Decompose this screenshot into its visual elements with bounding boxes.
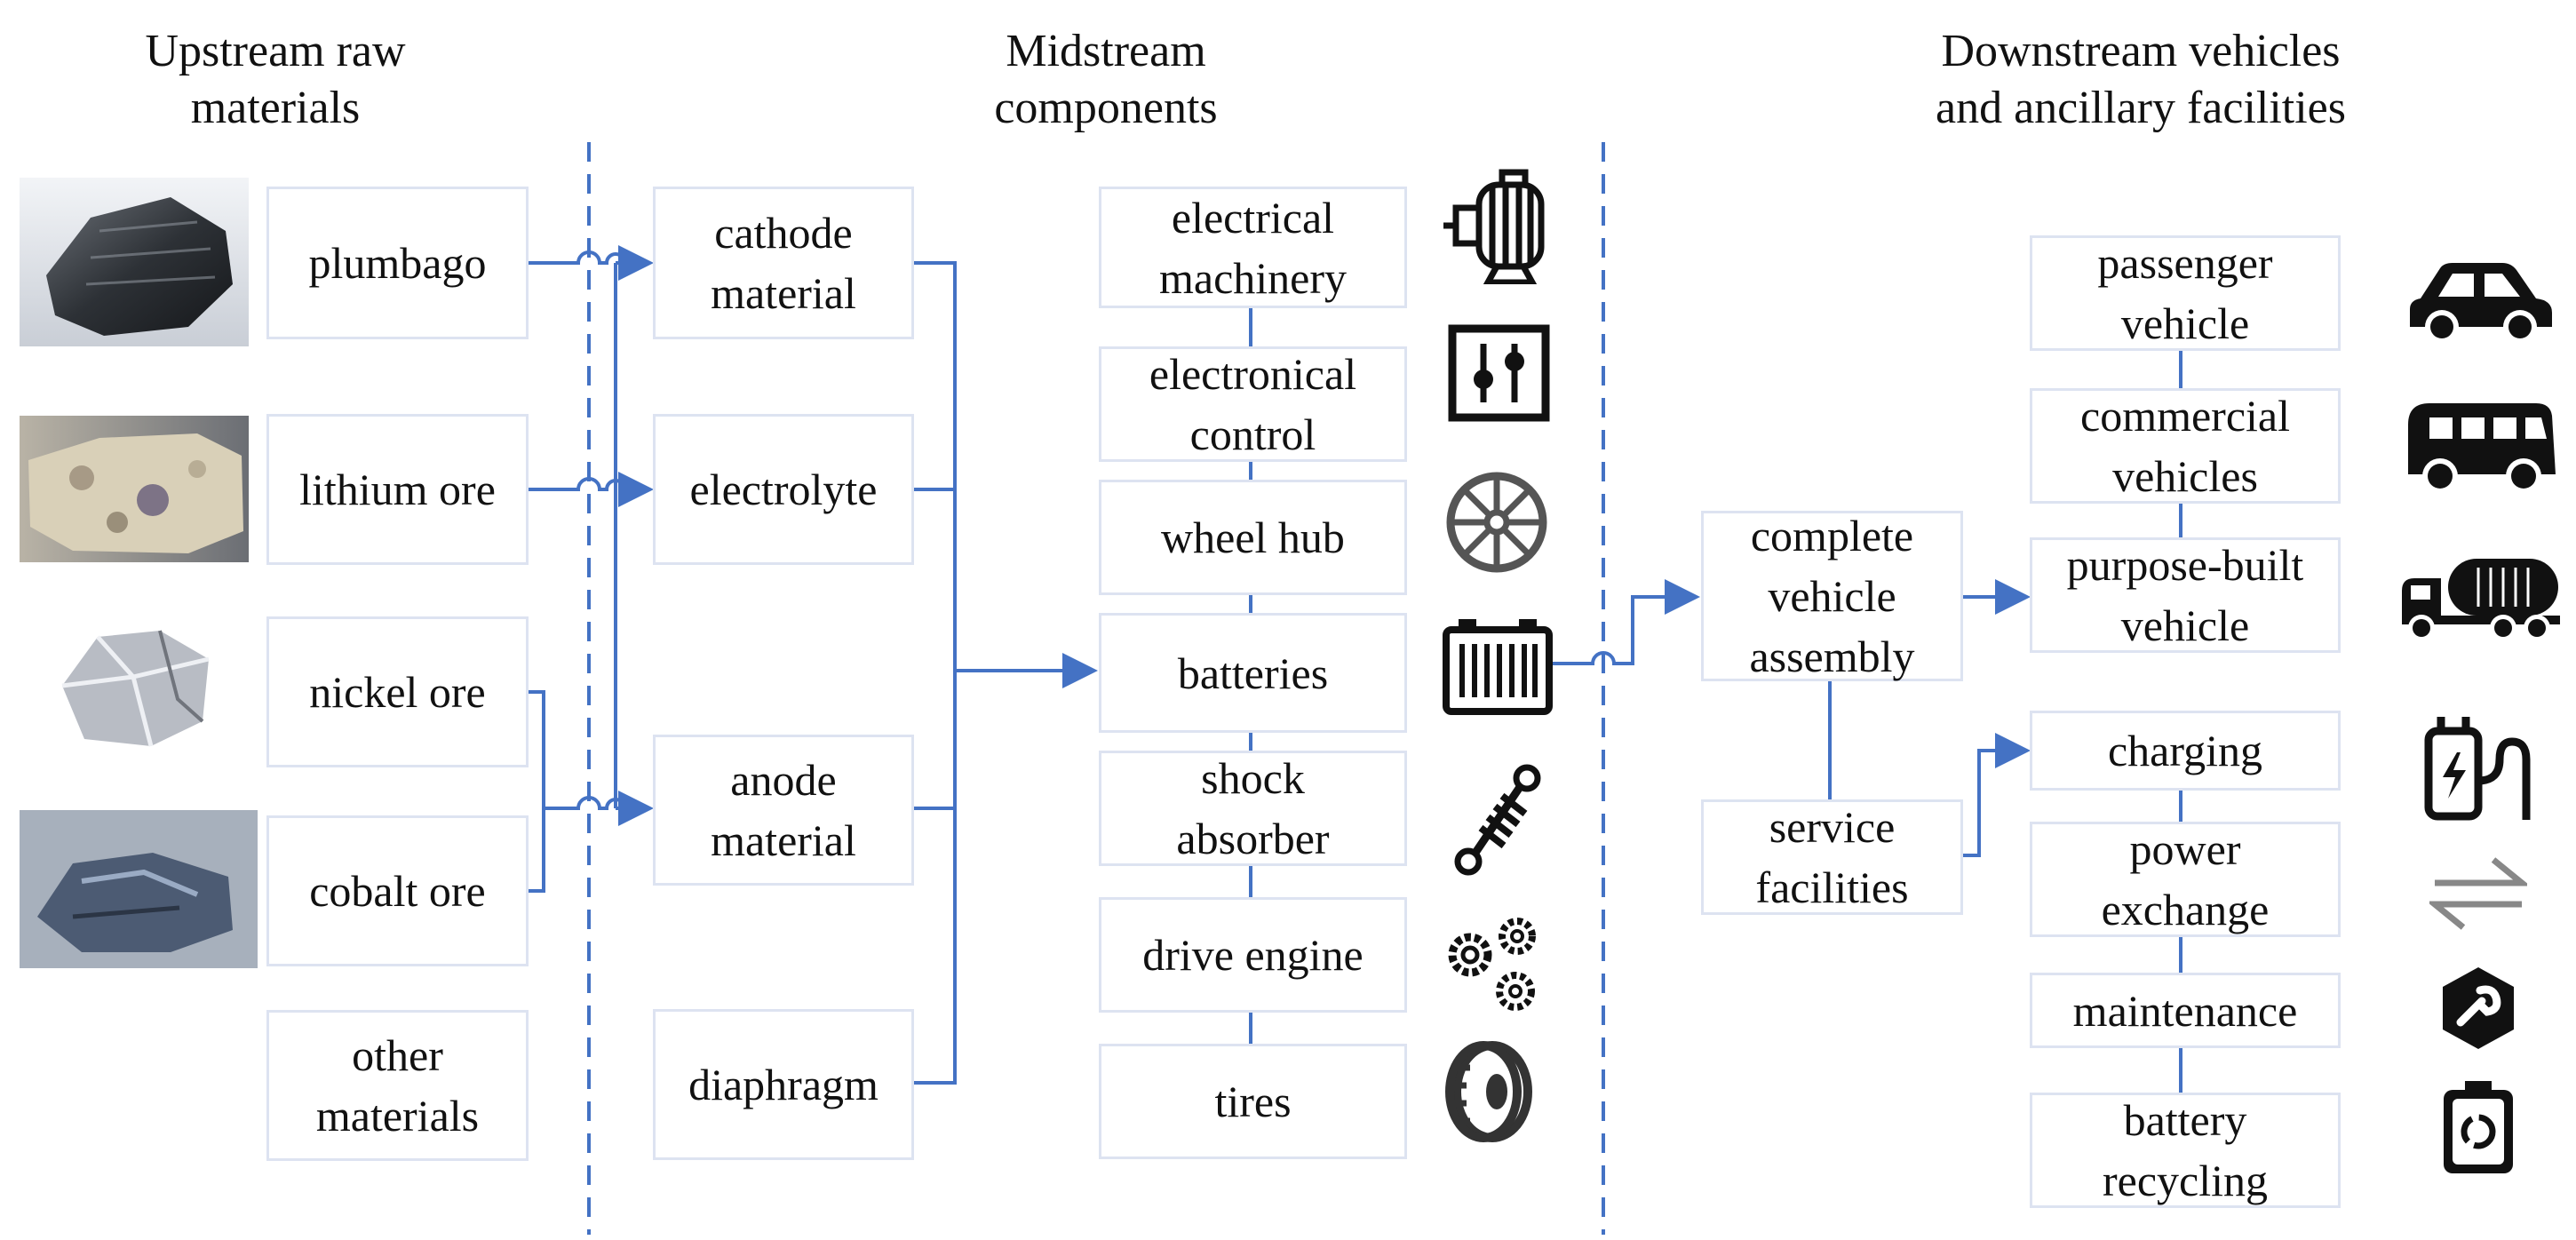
cathode-material-box: cathode material (653, 187, 914, 339)
materials-bus-connector (614, 261, 650, 810)
car-icon (2410, 263, 2552, 344)
van-icon (2408, 403, 2556, 494)
commercial-vehicles-box: commercial vehicles (2030, 388, 2341, 504)
complete-vehicle-assembly-box: complete vehicle assembly (1701, 511, 1963, 681)
cobalt-ore-box: cobalt ore (266, 815, 529, 966)
midstream-header: Midstream components (994, 26, 1218, 133)
diaphragm-box: diaphragm (653, 1009, 914, 1160)
electric-motor-icon (1443, 169, 1545, 284)
control-panel-icon (1448, 324, 1550, 422)
battery-recycle-icon (2444, 1081, 2513, 1173)
battery-icon (1443, 619, 1553, 715)
lithium-ore-box: lithium ore (266, 414, 529, 565)
wheel-hub-icon (1446, 472, 1547, 573)
shock-absorber-box: shock absorber (1099, 751, 1407, 866)
passenger-vehicle-box: passenger vehicle (2030, 235, 2341, 351)
plumbago-box: plumbago (266, 187, 529, 339)
service-facilities-box: service facilities (1701, 799, 1963, 915)
power-exchange-box: power exchange (2030, 822, 2341, 937)
electrical-machinery-box: electrical machinery (1099, 187, 1407, 308)
charging-station-icon (2424, 717, 2531, 821)
wheel-hub-box: wheel hub (1099, 480, 1407, 595)
electronical-control-box: electronical control (1099, 346, 1407, 462)
wrench-hexagon-icon (2443, 967, 2514, 1049)
tires-box: tires (1099, 1044, 1407, 1159)
downstream-header: Downstream vehicles and ancillary facili… (1935, 26, 2346, 133)
tire-icon (1445, 1041, 1532, 1142)
nickel-ore-box: nickel ore (266, 616, 529, 767)
service-to-charging-connector (1959, 733, 2031, 857)
battery-recycling-box: battery recycling (2030, 1093, 2341, 1208)
charging-box: charging (2030, 711, 2341, 791)
batteries-box: batteries (1099, 613, 1407, 733)
plumbago-to-cathode-connector (526, 245, 654, 281)
exchange-arrows-icon (2429, 857, 2527, 930)
batteries-to-assembly-connector (1550, 579, 1700, 665)
gears-icon (1448, 918, 1536, 1011)
nickel-ore-photo (44, 615, 222, 757)
purpose-built-vehicle-box: purpose-built vehicle (2030, 537, 2341, 653)
shock-absorber-icon (1454, 764, 1541, 876)
graphite-ore-photo (20, 178, 249, 346)
tanker-truck-icon (2402, 559, 2560, 641)
anode-material-box: anode material (653, 735, 914, 886)
nickel-cobalt-to-anode-connector (526, 690, 650, 893)
maintenance-box: maintenance (2030, 973, 2341, 1048)
drive-engine-box: drive engine (1099, 897, 1407, 1013)
lithium-to-electrolyte-connector (512, 472, 654, 507)
other-materials-box: other materials (266, 1010, 529, 1161)
materials-to-batteries-connector (911, 261, 1094, 1085)
upstream-header: Upstream raw materials (145, 26, 406, 133)
lithium-ore-photo (20, 416, 249, 562)
electrolyte-box: electrolyte (653, 414, 914, 565)
cobalt-ore-photo (20, 810, 258, 968)
